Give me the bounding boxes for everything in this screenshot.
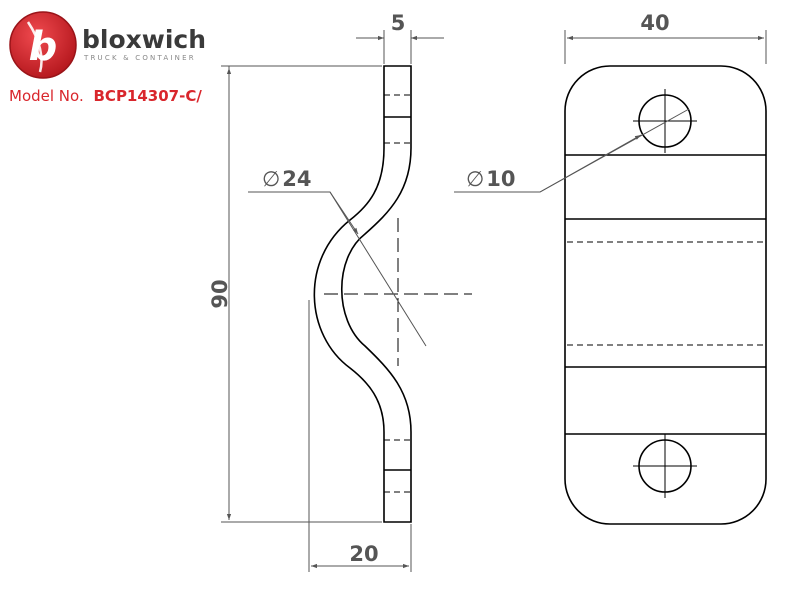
front-view-outline xyxy=(564,65,767,525)
company-logo: b bloxwich TRUCK & CONTAINER xyxy=(9,11,206,79)
logo-wordmark: bloxwich xyxy=(82,25,206,54)
dim-hole-diameter-value: 10 xyxy=(486,167,515,191)
curve-centerlines xyxy=(324,218,472,366)
model-label: Model No. xyxy=(9,87,84,105)
dim-curve-diameter: ∅24 xyxy=(262,167,312,191)
hole-centermarks xyxy=(633,89,697,498)
leader-line xyxy=(248,191,427,347)
dim-depth: 20 xyxy=(349,542,378,566)
dim-hole-diameter: ∅10 xyxy=(466,167,516,191)
diameter-symbol: ∅ xyxy=(262,167,280,191)
logo-badge xyxy=(9,11,77,79)
side-view-dimensions xyxy=(221,30,444,572)
dim-height: 90 xyxy=(208,279,232,308)
model-number: BCP14307-C/ xyxy=(94,87,203,105)
logo-badge-letter: b xyxy=(29,24,58,70)
front-view-hidden-lines xyxy=(567,241,764,346)
logo-tagline: TRUCK & CONTAINER xyxy=(83,54,196,62)
front-view-dimensions xyxy=(454,30,767,193)
leader-arrow xyxy=(539,134,642,193)
side-view-hidden-lines xyxy=(384,94,411,493)
model-number-line: Model No. BCP14307-C/ xyxy=(9,87,202,105)
dim-thickness: 5 xyxy=(391,11,406,35)
dim-width: 40 xyxy=(640,11,669,35)
logo-swoosh xyxy=(26,21,43,73)
leader-arrow xyxy=(329,191,359,235)
dim-curve-diameter-value: 24 xyxy=(282,167,311,191)
diameter-symbol: ∅ xyxy=(466,167,484,191)
